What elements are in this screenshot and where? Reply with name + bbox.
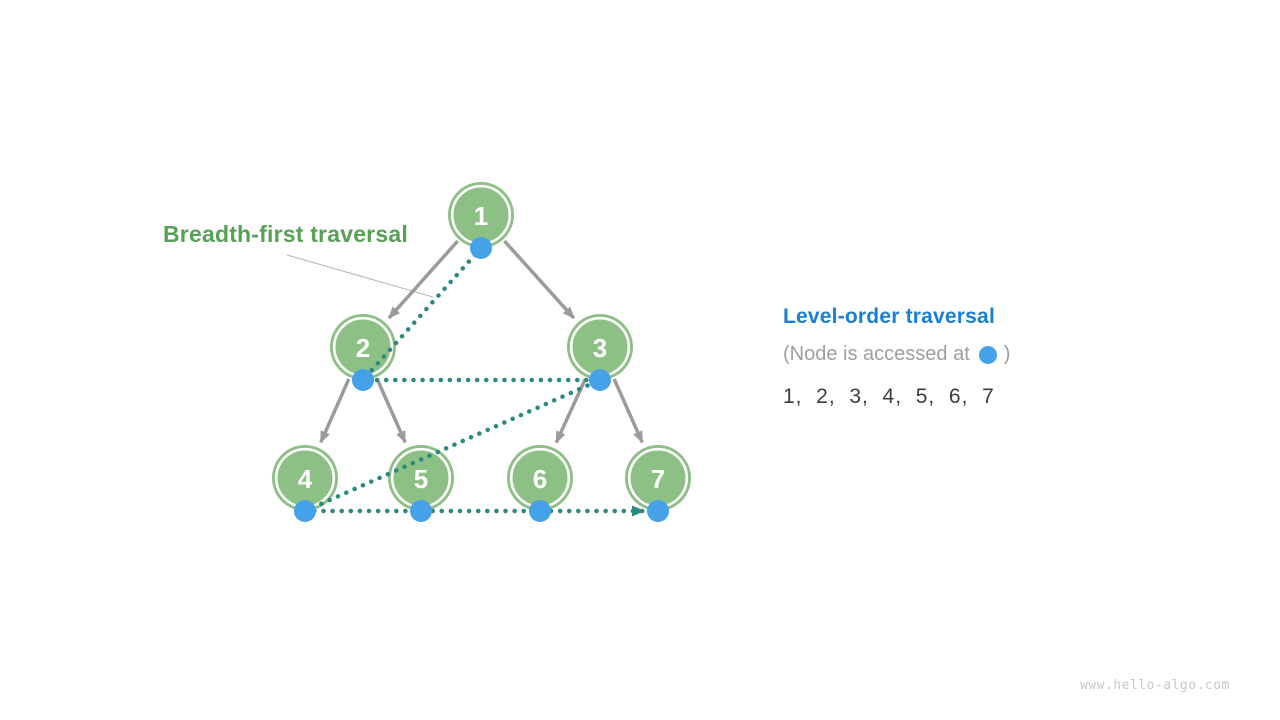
- legend: Level-order traversal (Node is accessed …: [783, 305, 1010, 409]
- access-dot-node-2: [352, 369, 374, 391]
- tree-edge-1-2: [387, 239, 459, 320]
- watermark: www.hello-algo.com: [1080, 678, 1230, 693]
- tree-node-6: 6: [507, 445, 573, 511]
- node-label: 5: [414, 464, 428, 494]
- node-label: 6: [533, 464, 547, 494]
- breadth-first-label: Breadth-first traversal: [163, 221, 408, 247]
- access-dot-node-3: [589, 369, 611, 391]
- access-dot-node-7: [647, 500, 669, 522]
- traversal-sequence: 1, 2, 3, 4, 5, 6, 7: [783, 385, 995, 408]
- access-dot-icon: [978, 345, 997, 364]
- tree-node-1: 1: [448, 182, 514, 248]
- tree-edge-1-3: [503, 239, 576, 320]
- tree-node-3: 3: [567, 314, 633, 380]
- node-label: 1: [474, 201, 488, 231]
- access-dot-node-5: [410, 500, 432, 522]
- legend-note: (Node is accessed at ): [783, 343, 1010, 366]
- node-label: 2: [356, 333, 370, 363]
- tree-edge-2-5: [375, 378, 407, 444]
- node-label: 4: [298, 464, 313, 494]
- access-dot-node-1: [470, 237, 492, 259]
- tree-node-4: 4: [272, 445, 338, 511]
- legend-title: Level-order traversal: [783, 305, 995, 328]
- access-dot-node-4: [294, 500, 316, 522]
- tree-edge-3-7: [612, 378, 644, 444]
- legend-note-suffix: ): [1003, 343, 1011, 365]
- tree-node-5: 5: [388, 445, 454, 511]
- node-label: 3: [593, 333, 607, 363]
- node-label: 7: [651, 464, 665, 494]
- tree-node-7: 7: [625, 445, 691, 511]
- tree-edge-2-4: [319, 378, 351, 444]
- legend-note-prefix: (Node is accessed at: [783, 343, 970, 365]
- access-dot-node-6: [529, 500, 551, 522]
- callout-line: [286, 254, 434, 298]
